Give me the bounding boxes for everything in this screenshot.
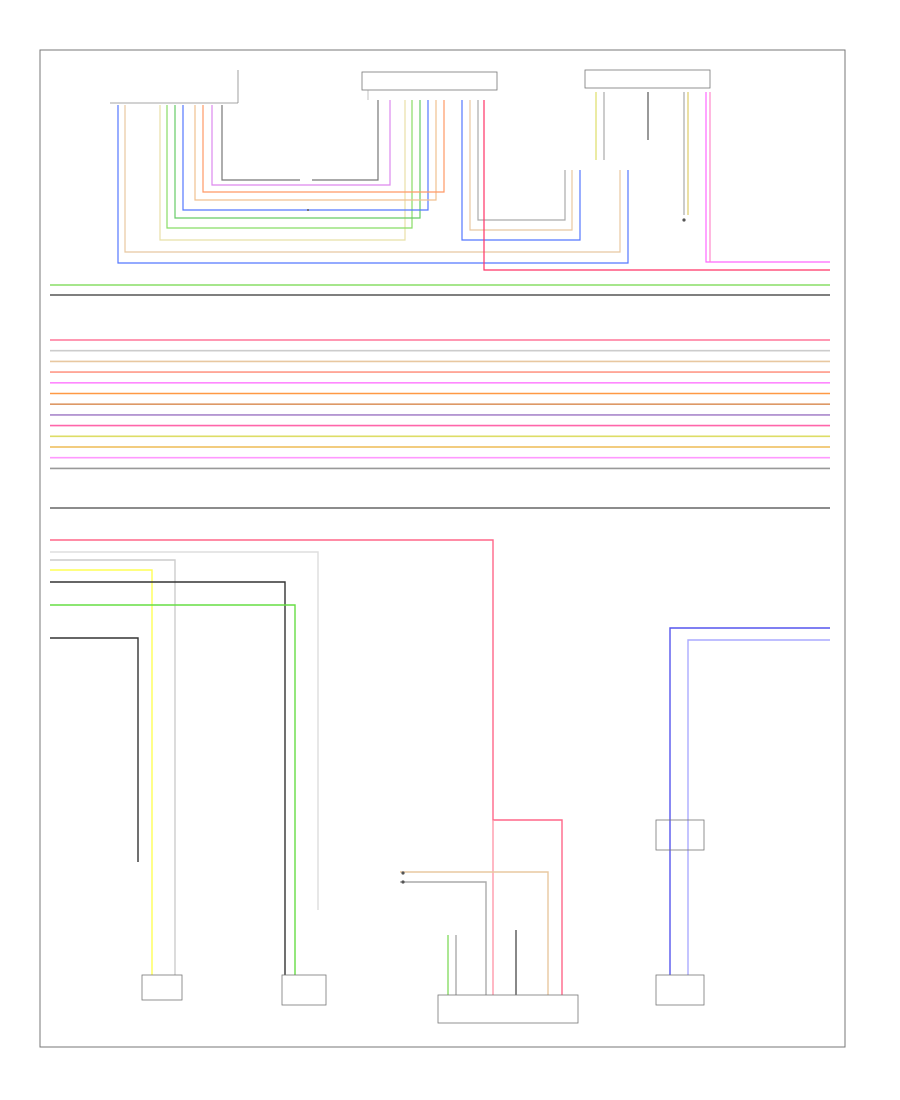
wire-red bbox=[483, 100, 830, 271]
wire-green bbox=[166, 100, 413, 229]
wire-magenta bbox=[705, 92, 830, 263]
wire-green-bottom bbox=[50, 604, 296, 975]
component-b1 bbox=[141, 974, 183, 1001]
wire-red-bottom bbox=[50, 539, 563, 995]
wire-orange bbox=[202, 100, 445, 193]
ground-symbol bbox=[401, 871, 405, 884]
component-b2 bbox=[281, 974, 327, 1006]
top-wiring bbox=[117, 92, 830, 271]
component-b3 bbox=[437, 994, 579, 1024]
wire-yellow-tan bbox=[159, 100, 406, 241]
wire-black-2 bbox=[50, 637, 139, 862]
component-b4 bbox=[655, 819, 705, 1006]
wire-tan-2 bbox=[469, 100, 573, 231]
wire-black bbox=[50, 581, 286, 975]
top-left-connector bbox=[110, 70, 239, 104]
wire-white bbox=[50, 551, 319, 910]
wire-light bbox=[477, 100, 566, 221]
top-center-module bbox=[361, 71, 498, 100]
wire-blue-3 bbox=[461, 100, 581, 241]
bottom-wiring bbox=[50, 539, 830, 995]
wire-yellow-bottom bbox=[50, 569, 153, 975]
wire-tan-bottom bbox=[400, 871, 549, 995]
wire-green-2 bbox=[174, 100, 421, 219]
bus-lines bbox=[50, 284, 830, 509]
wire-gray bbox=[221, 100, 379, 181]
diagram-frame bbox=[39, 49, 846, 1048]
wire-tan bbox=[124, 105, 621, 253]
wire-peach bbox=[194, 100, 437, 201]
wire-gray-bottom bbox=[400, 881, 487, 995]
wire-blue bbox=[117, 105, 629, 264]
top-right-module bbox=[584, 69, 711, 89]
wire-blue-bottom bbox=[669, 627, 830, 975]
wire-blue-2 bbox=[182, 100, 429, 211]
wire-violet bbox=[211, 100, 391, 186]
wire-white-2 bbox=[50, 559, 176, 975]
wire-lightblue-bottom bbox=[687, 639, 830, 975]
splice-points bbox=[307, 209, 686, 222]
